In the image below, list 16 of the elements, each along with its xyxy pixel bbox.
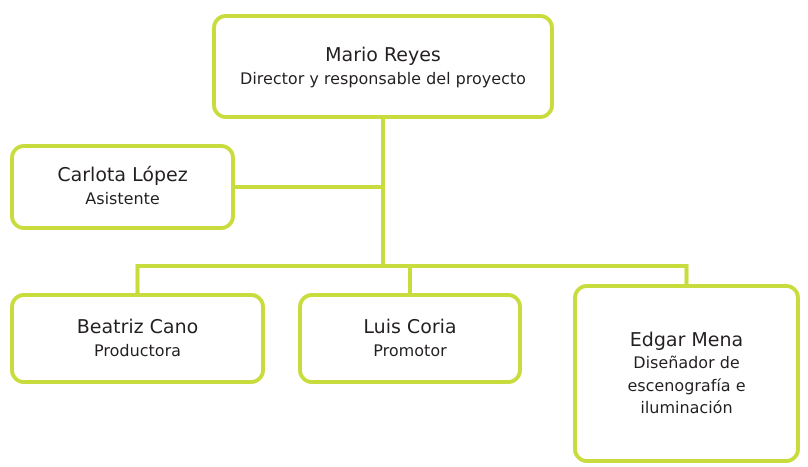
person-box	[212, 14, 554, 119]
person-name: Mario Reyes	[325, 42, 441, 68]
connector-line	[381, 119, 688, 284]
person-box	[10, 144, 235, 230]
role-text: Promotor	[373, 340, 447, 362]
person-box	[10, 293, 265, 384]
role-text: Diseñador de escenografía e iluminación	[626, 352, 747, 420]
person-name: Luis Coria	[363, 314, 457, 340]
person-box	[298, 293, 522, 384]
person-name: Beatriz Cano	[76, 314, 198, 340]
role-text: Director y responsable del proyecto	[240, 68, 526, 90]
role-text: Productora	[94, 340, 181, 362]
person-box	[573, 284, 800, 463]
person-name: Edgar Mena	[630, 328, 744, 352]
role-text: Asistente	[85, 188, 160, 210]
person-name: Carlota López	[57, 163, 188, 188]
